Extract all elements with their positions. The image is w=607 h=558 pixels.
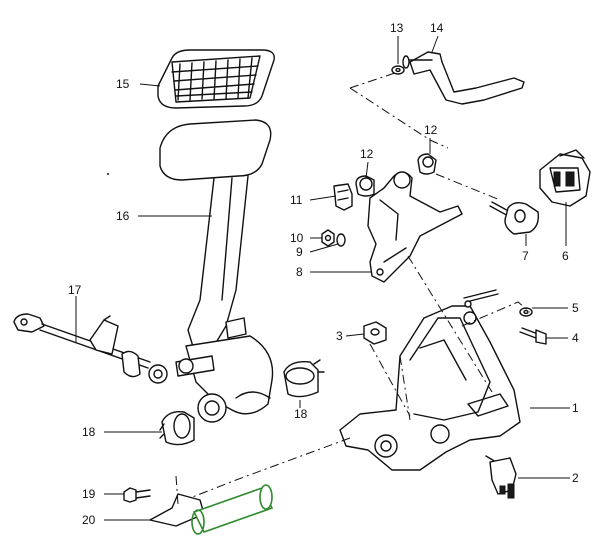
callout-1: 1 bbox=[572, 401, 579, 415]
callout-2: 2 bbox=[572, 471, 579, 485]
callout-3: 3 bbox=[336, 329, 343, 343]
part-17-push-rod bbox=[13, 313, 215, 384]
part-12-bushing-right bbox=[417, 153, 437, 175]
callout-12-left: 12 bbox=[360, 147, 374, 161]
part-10-nut bbox=[321, 229, 335, 247]
callout-10: 10 bbox=[290, 231, 304, 245]
part-18-bushing-left bbox=[159, 411, 195, 446]
part-11-clip bbox=[333, 183, 353, 211]
leader-lines bbox=[75, 35, 570, 521]
callout-7: 7 bbox=[522, 249, 529, 263]
part-13-washer bbox=[391, 65, 405, 75]
stray-dot bbox=[107, 173, 109, 175]
part-8-lever-bracket bbox=[367, 171, 463, 283]
part-12-bushing-left bbox=[355, 175, 375, 197]
part-19-bolt bbox=[123, 487, 151, 503]
part-4-bolt bbox=[519, 327, 547, 345]
callout-13: 13 bbox=[390, 21, 404, 35]
part-20-pedal-shaft bbox=[149, 484, 274, 535]
callouts: 1 2 3 4 5 6 7 8 9 10 11 12 12 13 14 15 1… bbox=[68, 21, 579, 527]
part-5-washer bbox=[519, 307, 533, 317]
part-7-clamp bbox=[489, 201, 540, 235]
callout-17: 17 bbox=[68, 283, 82, 297]
callout-16: 16 bbox=[116, 209, 130, 223]
part-18-bushing-right bbox=[283, 359, 325, 398]
part-3-nut bbox=[363, 321, 387, 345]
part-1-pedal-bracket bbox=[339, 289, 521, 471]
part-2-brake-light-switch bbox=[485, 455, 517, 499]
callout-12-right: 12 bbox=[424, 123, 438, 137]
callout-14: 14 bbox=[430, 21, 444, 35]
callout-8: 8 bbox=[296, 265, 303, 279]
callout-18-left: 18 bbox=[82, 425, 96, 439]
callout-18-right: 18 bbox=[294, 407, 308, 421]
callout-5: 5 bbox=[572, 301, 579, 315]
callout-19: 19 bbox=[82, 487, 96, 501]
part-14-bracket-lever bbox=[402, 51, 525, 105]
part-16-pedal-lever bbox=[159, 119, 274, 423]
callout-15: 15 bbox=[116, 77, 130, 91]
callout-6: 6 bbox=[562, 249, 569, 263]
callout-20: 20 bbox=[82, 513, 96, 527]
part-6-switch bbox=[539, 149, 591, 207]
part-15-pedal-pad bbox=[157, 49, 275, 109]
part-9-washer bbox=[336, 233, 346, 247]
callout-9: 9 bbox=[296, 245, 303, 259]
callout-4: 4 bbox=[572, 331, 579, 345]
callout-11: 11 bbox=[290, 193, 303, 207]
